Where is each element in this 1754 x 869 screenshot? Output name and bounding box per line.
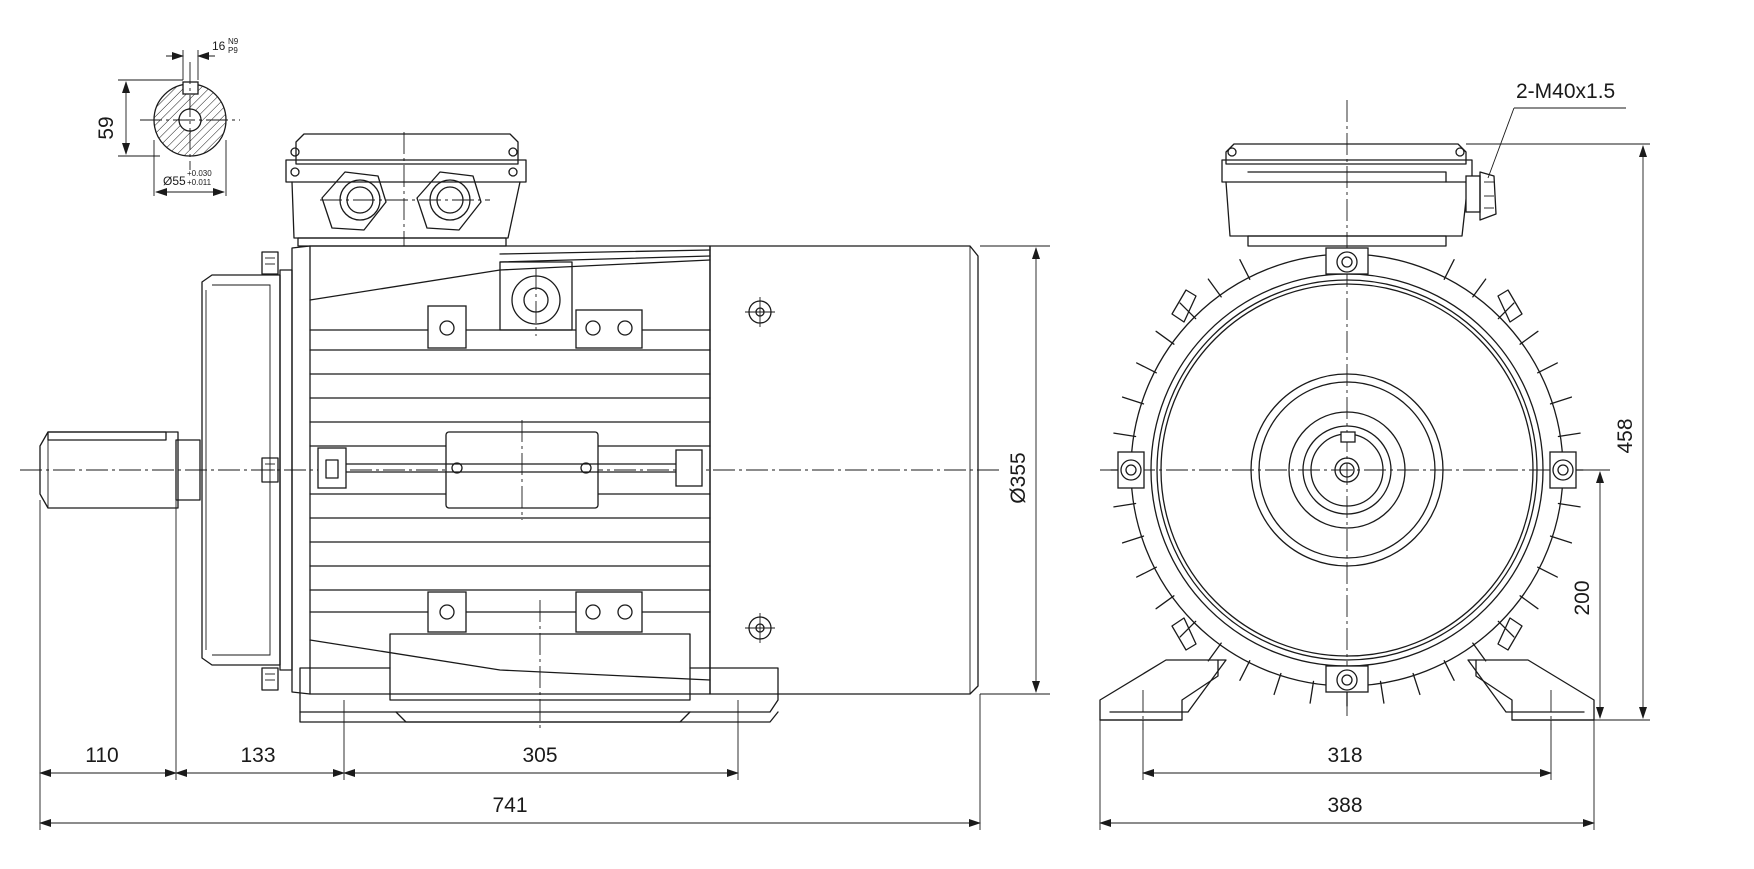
cooling-fin xyxy=(1443,660,1455,681)
motor-front-view xyxy=(1099,100,1610,730)
motor-side-view xyxy=(20,132,1000,730)
cooling-fin xyxy=(1497,302,1515,320)
cooling-fin xyxy=(1443,259,1455,280)
cooling-fin xyxy=(1519,330,1539,345)
cooling-fin xyxy=(1155,595,1175,610)
cooling-fin xyxy=(1136,566,1157,578)
cooling-fin xyxy=(1549,535,1573,544)
key-width-label: 16 xyxy=(212,39,226,53)
cooling-fin xyxy=(1155,330,1175,345)
cooling-fin xyxy=(1179,620,1197,638)
cooling-fin xyxy=(1239,660,1251,681)
cooling-fin xyxy=(1179,302,1197,320)
foot-hole-spacing-side-label: 305 xyxy=(522,744,557,767)
cooling-fin xyxy=(1113,502,1137,508)
key-width-tolerance-label: N9 xyxy=(228,37,239,46)
cooling-fin xyxy=(1557,432,1581,438)
shaft-section-detail xyxy=(118,50,240,196)
cooling-fin xyxy=(1537,362,1558,374)
shaft-tolerance-lower-label: +0.011 xyxy=(187,178,212,187)
side-view-dimensions xyxy=(39,245,1050,830)
cooling-fin xyxy=(1207,642,1222,662)
cooling-fin xyxy=(1121,396,1145,405)
cooling-fin xyxy=(1557,502,1581,508)
shaft-tolerance-upper-label: +0.030 xyxy=(187,169,212,178)
cooling-fin xyxy=(1519,595,1539,610)
foot-hole-spacing-front-label: 318 xyxy=(1327,744,1362,767)
front-view-dimensions xyxy=(1099,107,1650,830)
cooling-fin xyxy=(1207,278,1222,298)
cooling-fin xyxy=(1549,396,1573,405)
cooling-fin xyxy=(1472,278,1487,298)
cooling-fin xyxy=(1497,620,1515,638)
cooling-fin xyxy=(1309,680,1315,704)
shaft-center-height-label: 200 xyxy=(1571,580,1594,615)
key-width-tolerance-sub-label: P9 xyxy=(228,46,238,55)
key-section-height-label: 59 xyxy=(95,116,118,139)
cable-gland-label: 2-M40x1.5 xyxy=(1516,80,1615,103)
cooling-fin xyxy=(1379,680,1385,704)
cooling-fin xyxy=(1113,432,1137,438)
cooling-fin xyxy=(1121,535,1145,544)
foot-overall-width-label: 388 xyxy=(1327,794,1362,817)
shaft-diameter-label: Ø55 xyxy=(163,174,186,188)
cooling-fin xyxy=(1136,362,1157,374)
shaft-shoulder-to-foot-hole-label: 133 xyxy=(240,744,275,767)
shaft-end-length-label: 110 xyxy=(85,744,118,767)
cooling-fin xyxy=(1273,672,1282,696)
frame-diameter-label: Ø355 xyxy=(1007,452,1030,503)
cooling-fin xyxy=(1239,259,1251,280)
cooling-fin xyxy=(1537,566,1558,578)
overall-length-label: 741 xyxy=(492,794,527,817)
overall-height-label: 458 xyxy=(1614,418,1637,453)
cooling-fin xyxy=(1412,672,1421,696)
cooling-fin xyxy=(1472,642,1487,662)
